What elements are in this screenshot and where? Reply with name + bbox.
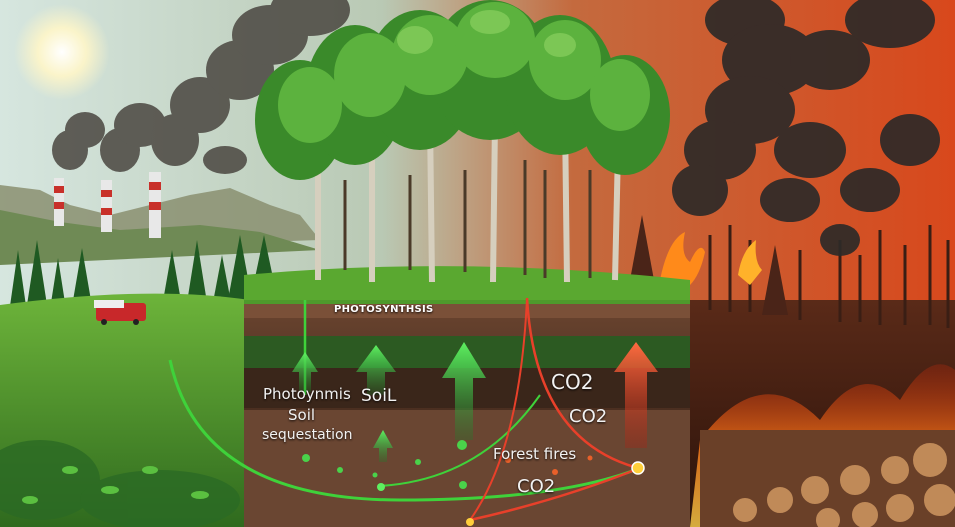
label-soil-center: SoiL — [361, 386, 397, 406]
label-co2-upper: CO2 — [551, 370, 594, 394]
flame-icon — [660, 232, 762, 285]
label-sequestation: sequestation — [262, 427, 353, 443]
label-co2-middle: CO2 — [569, 406, 608, 427]
label-forest-fires: Forest fires — [493, 445, 577, 463]
carbon-flow-green — [168, 359, 641, 502]
label-photosynthesis-left: Photoynmis — [263, 385, 351, 403]
arrow-up-red-icon — [614, 342, 658, 448]
arrow-up-green-icon — [292, 342, 486, 462]
flow-node — [631, 461, 645, 475]
log-pile — [700, 430, 955, 527]
label-co2-lower: CO2 — [517, 476, 556, 497]
smoke-left — [52, 0, 350, 174]
smoke-right — [672, 0, 940, 256]
factory-smokestacks — [54, 172, 161, 238]
pine-tree-burnt — [630, 215, 788, 315]
forest-trees — [255, 0, 670, 283]
sun-icon — [14, 4, 110, 100]
label-soil-left: Soil — [288, 406, 316, 424]
red-van-icon — [94, 300, 146, 325]
carbon-flow-red — [469, 466, 641, 522]
label-photosynthesis-top: PHOTOSYNTHSIS — [334, 304, 434, 315]
